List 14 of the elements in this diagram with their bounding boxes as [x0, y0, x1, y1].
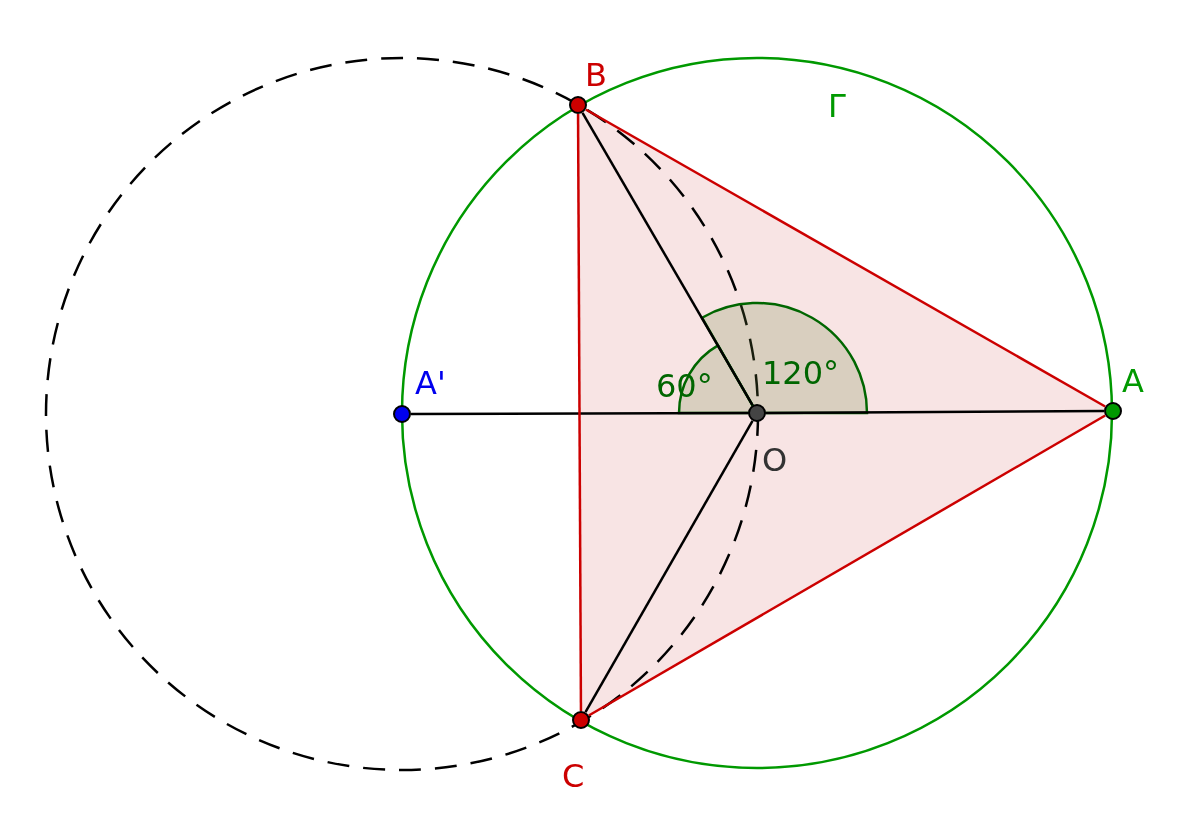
line-segment [584, 420, 754, 713]
point-label: A' [415, 365, 446, 401]
angle-label: 120° [762, 355, 840, 391]
line-segment [585, 108, 1106, 408]
line-segment [588, 414, 1106, 717]
line-segment [581, 112, 754, 406]
line-segment [576, 114, 583, 711]
curve-label: Γ [828, 88, 846, 124]
line-segment [411, 411, 748, 416]
point-label: B [585, 57, 607, 93]
point-label: A [1122, 363, 1144, 399]
point-label: C [562, 758, 585, 794]
line-segment [766, 409, 1104, 415]
point-label: O [762, 442, 788, 478]
